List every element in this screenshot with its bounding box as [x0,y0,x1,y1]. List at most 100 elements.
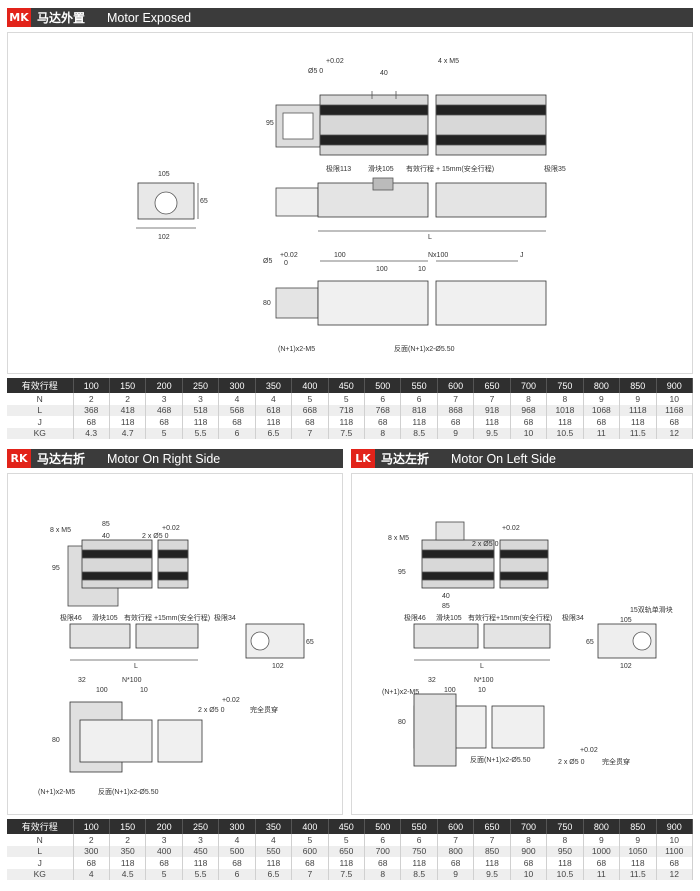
table-cell: 2 [109,834,147,846]
table-cell: 118 [255,416,293,428]
table-cell: 6 [364,834,402,846]
section-code: RK [7,449,31,468]
table-cell: 5 [328,393,366,405]
lk-bot-hole: 2 x Ø5 0 [558,759,585,766]
table-cell: 118 [328,857,366,869]
section-title-cn: 马达左折 [381,452,430,466]
table-cell: 68 [510,857,548,869]
table-header: 750 [546,378,584,393]
row-label: N [7,834,74,846]
table-cell: 800 [437,845,475,857]
table-cell: 300 [73,845,110,857]
lk-bot-10: 10 [478,687,486,694]
table-cell: 350 [109,845,147,857]
table-cell: 118 [182,416,220,428]
table-header: 有效行程 [7,378,74,393]
table-cell: 9 [437,868,475,880]
table-header: 850 [619,819,657,834]
rk-bot-tol: +0.02 [222,697,240,704]
lk-side-limit1: 极限46 [404,613,426,622]
table-cell: 1050 [619,845,657,857]
lk-side-L: L [480,663,484,670]
lk-end-note: 15双轨单滑块 [630,605,673,614]
table-cell: 618 [255,404,293,416]
table-cell: 818 [400,404,438,416]
table-header: 400 [291,378,329,393]
table-cell: 4.3 [73,427,110,439]
table-header: 450 [328,819,366,834]
table-cell: 518 [182,404,220,416]
table-header: 有效行程 [7,819,74,834]
table-cell: 8 [364,868,402,880]
table-header: 200 [145,819,183,834]
rk-bot-100: 100 [96,687,108,694]
table-cell: 68 [218,857,256,869]
row-label: KG [7,868,74,880]
table-cell: 4 [73,868,110,880]
lk-bot-80: 80 [398,719,406,726]
row-label: N [7,393,74,405]
table-cell: 768 [364,404,402,416]
table-header: 650 [473,819,511,834]
mk-bot-nx100: Nx100 [428,252,448,259]
table-cell: 10.5 [546,427,584,439]
table-cell: 968 [510,404,548,416]
table-header: 750 [546,819,584,834]
table-cell: 68 [364,857,402,869]
row-label: J [7,416,74,428]
section-header-mk: MK 马达外置 Motor Exposed [7,8,693,27]
rk-bot-80: 80 [52,737,60,744]
table-header: 500 [364,378,402,393]
table-cell: 3 [182,834,220,846]
rk-side-stroke: 有效行程 +15mm(安全行程) [124,613,210,622]
table-cell: 68 [583,416,621,428]
table-header: 100 [73,378,110,393]
table-cell: 9 [437,427,475,439]
table-cell: 118 [182,857,220,869]
table-cell: 7 [291,427,329,439]
table-cell: 118 [473,416,511,428]
mk-bot-100b: 100 [376,266,388,273]
table-cell: 850 [473,845,511,857]
row-label: J [7,857,74,869]
lk-side-limit2: 极限34 [562,613,584,622]
mk-bot-m5: (N+1)x2-M5 [278,346,315,353]
mk-bot-tol: +0.02 [280,252,298,259]
table-cell: 11 [583,427,621,439]
table-cell: 7 [473,393,511,405]
table-cell: 7.5 [328,427,366,439]
table-cell: 5 [291,393,329,405]
table-cell: 5.5 [182,427,220,439]
table-header: 900 [656,378,693,393]
table-cell: 6 [400,834,438,846]
table-cell: 68 [656,857,693,869]
rk-side-limit2: 极限34 [214,613,236,622]
mk-bot-back: 反面(N+1)x2-Ø5.50 [394,344,455,353]
table-cell: 10 [656,393,693,405]
table-cell: 4.7 [109,427,147,439]
section-title-en: Motor On Left Side [451,451,556,466]
table-header: 250 [182,378,220,393]
section-title-en: Motor Exposed [107,10,192,25]
table-cell: 8 [510,834,548,846]
table-cell: 68 [656,416,693,428]
lk-bot-m5: (N+1)x2-M5 [382,689,419,696]
table-cell: 7 [437,834,475,846]
table-cell: 7 [291,868,329,880]
rk-bot-back: 反面(N+1)x2-Ø5.50 [98,787,159,796]
table-cell: 2 [109,393,147,405]
table-cell: 68 [218,416,256,428]
lk-end-102: 102 [620,663,632,670]
section-title-cn: 马达右折 [37,452,86,466]
table-header: 150 [109,819,147,834]
table-cell: 5 [291,834,329,846]
table-header: 600 [437,819,475,834]
table-cell: 918 [473,404,511,416]
lk-side-slider: 滑块105 [436,613,462,622]
table-cell: 3 [145,834,183,846]
table-cell: 1068 [583,404,621,416]
table-cell: 5.5 [182,868,220,880]
